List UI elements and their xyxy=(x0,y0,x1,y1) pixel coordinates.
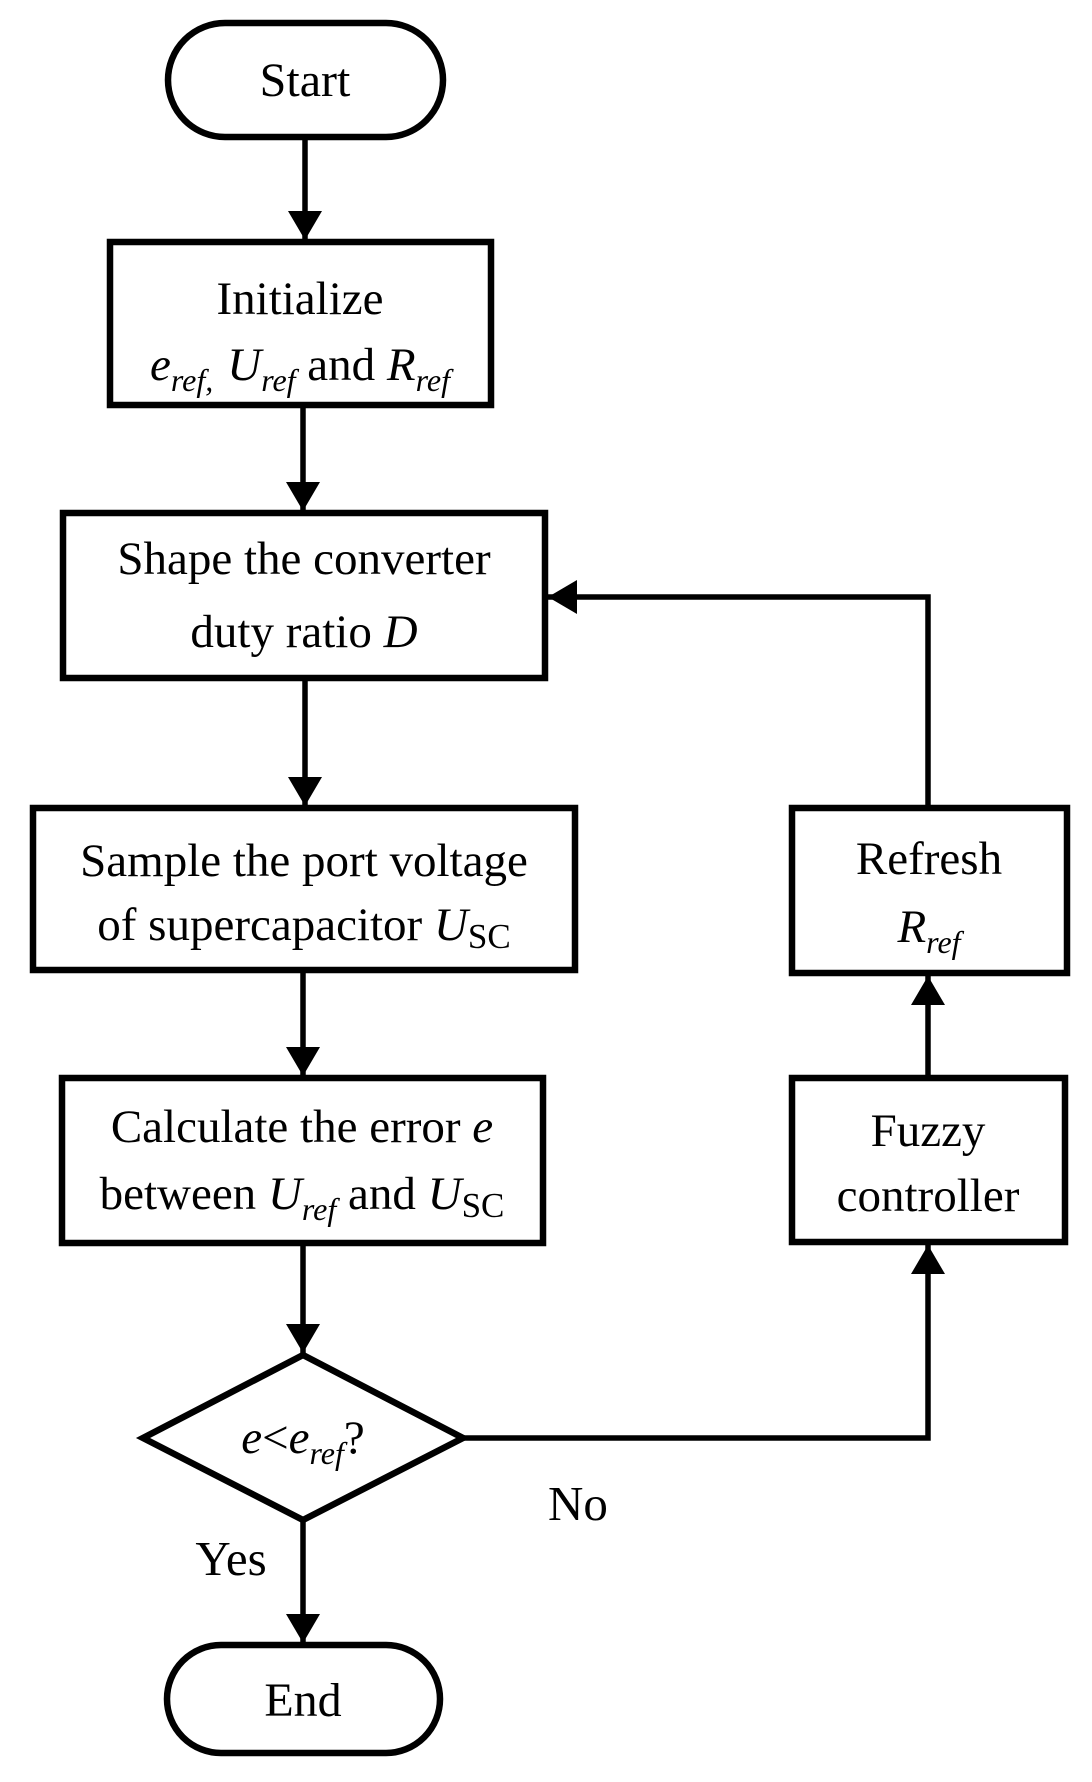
refresh-label-line1: Refresh xyxy=(856,833,1002,885)
yes-branch-label: Yes xyxy=(195,1531,266,1586)
decision-label: e<eref? xyxy=(241,1412,365,1471)
edge-decision-no-to-fuzzy xyxy=(463,1245,945,1441)
calculate-label-line2: between Uref and USC xyxy=(100,1168,505,1227)
shape-duty-label-line1: Shape the converter xyxy=(117,533,491,585)
initialize-label-line1: Initialize xyxy=(216,273,383,325)
initialize-process-shape xyxy=(106,238,495,409)
refresh-label-line2: Rref xyxy=(896,901,964,960)
calculate-label-line1: Calculate the error e xyxy=(111,1101,493,1153)
start-label: Start xyxy=(260,54,351,107)
sample-process-shape xyxy=(29,804,579,974)
fuzzy-label-line2: controller xyxy=(837,1170,1020,1222)
sample-label-line2: of supercapacitor USC xyxy=(97,899,510,956)
edge-refresh-to-shape xyxy=(548,580,931,808)
sample-label-line1: Sample the port voltage xyxy=(80,835,528,887)
initialize-label-line2: eref,Uref and Rref xyxy=(150,339,454,398)
shape-duty-process-shape xyxy=(59,509,549,682)
shape-duty-label-line2: duty ratio D xyxy=(190,606,417,658)
no-branch-label: No xyxy=(548,1476,608,1531)
end-terminator-shape xyxy=(163,1641,444,1757)
end-label: End xyxy=(264,1674,341,1727)
fuzzy-label-line1: Fuzzy xyxy=(871,1105,986,1157)
